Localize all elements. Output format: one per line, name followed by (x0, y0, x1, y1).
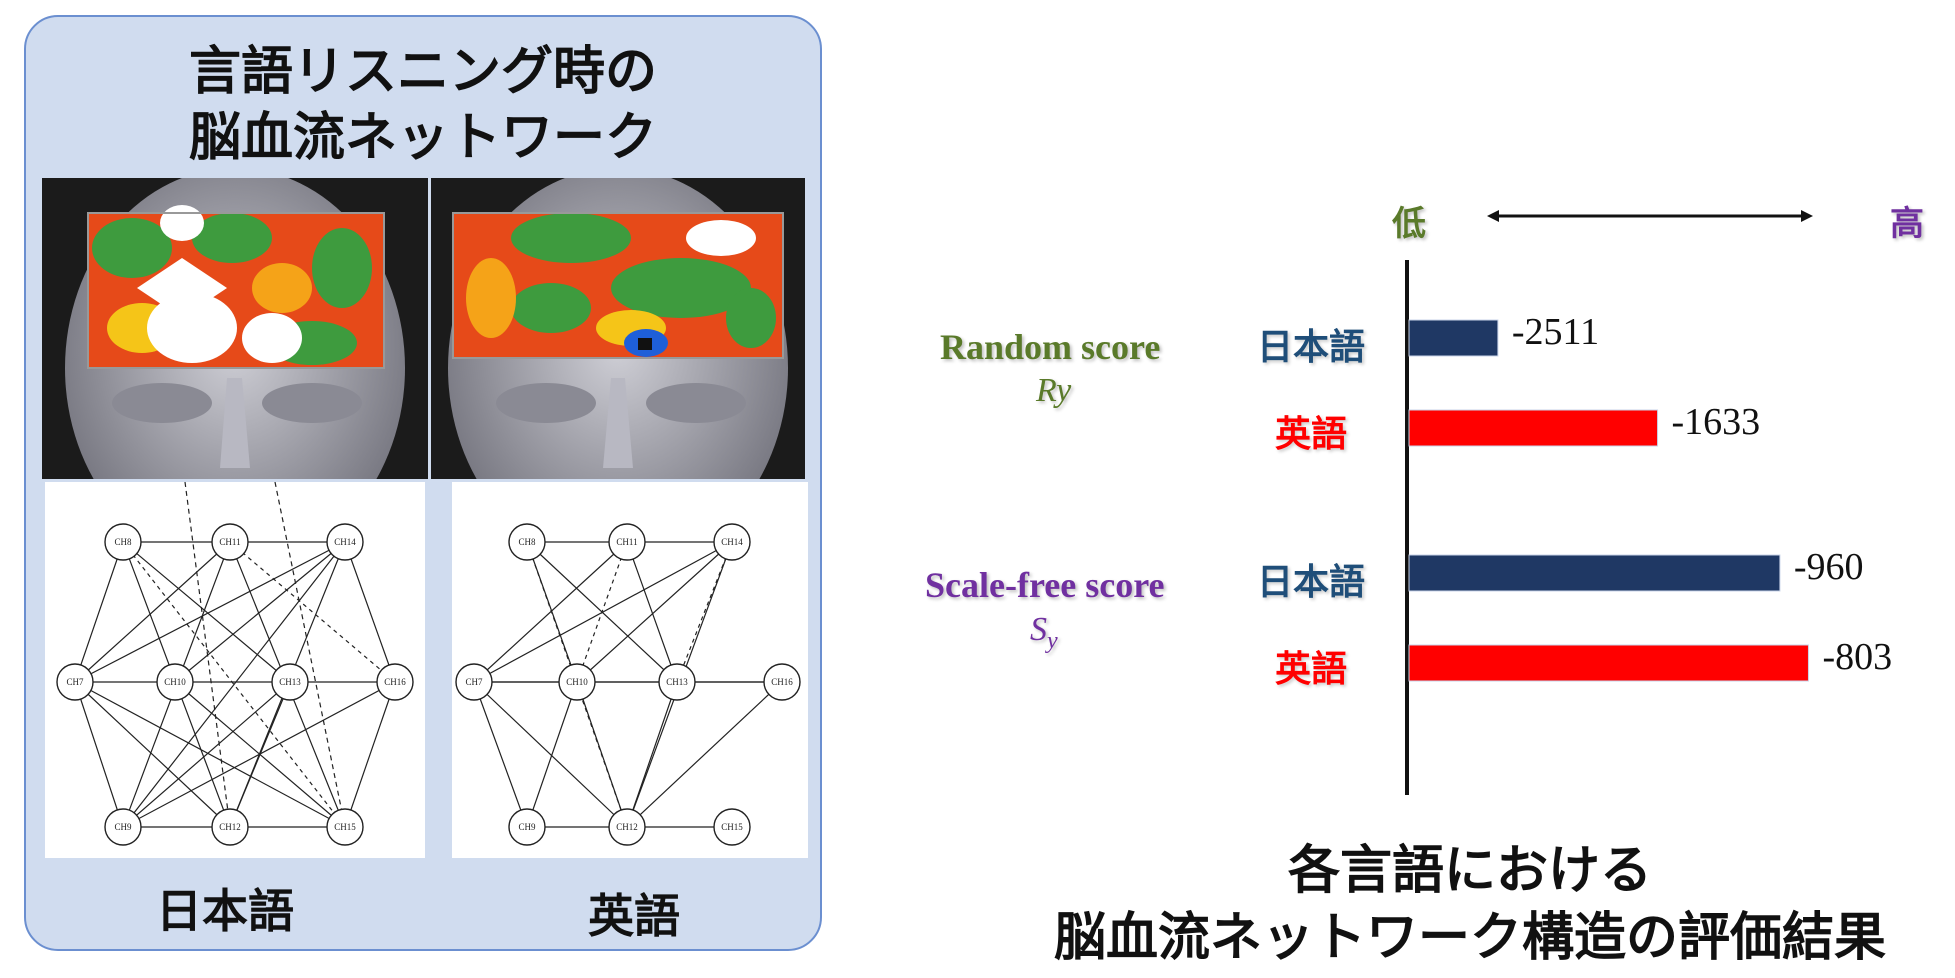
bar (1408, 409, 1659, 447)
chart-bottom-title-line1: 各言語における (1287, 841, 1652, 901)
node-label: CH14 (334, 537, 356, 547)
category-label-japanese-scalefree: 日本語 (1257, 562, 1366, 603)
chart-bottom-title-line2: 脳血流ネットワーク構造の評価結果 (1053, 908, 1886, 968)
node-label: CH7 (66, 677, 84, 687)
network-graph-japanese: CH8 CH11 CH14 CH7 CH10 CH13 CH16 CH9 CH1… (45, 482, 425, 858)
node-label: CH15 (334, 822, 356, 832)
node-label: CH7 (465, 677, 483, 687)
node-label: CH11 (616, 537, 637, 547)
random-score-label: Random score (940, 327, 1161, 367)
label-japanese: 日本語 (156, 884, 294, 938)
bar-value-label: -803 (1822, 636, 1892, 678)
node-label: CH8 (518, 537, 536, 547)
bar (1408, 554, 1781, 592)
node-label: CH13 (279, 677, 301, 687)
node-label: CH11 (219, 537, 240, 547)
node-label: CH12 (616, 822, 638, 832)
node-label: CH15 (721, 822, 743, 832)
node-label: CH12 (219, 822, 241, 832)
node-label: CH10 (566, 677, 588, 687)
low-high-arrow (1487, 210, 1813, 222)
category-label-japanese-random: 日本語 (1257, 327, 1366, 368)
bar-value-label: -960 (1794, 546, 1864, 588)
node-label: CH9 (114, 822, 132, 832)
scalefree-score-symbol: Sy (1030, 611, 1058, 654)
axis-low-label: 低 (1392, 204, 1426, 244)
axis-high-label: 高 (1890, 204, 1924, 244)
node-label: CH10 (164, 677, 186, 687)
category-label-english-scalefree: 英語 (1275, 649, 1348, 690)
brain-topography-image-japanese (42, 178, 428, 479)
label-english: 英語 (588, 889, 680, 943)
node-label: CH16 (384, 677, 406, 687)
brain-topography-image-english (431, 178, 805, 479)
node-label: CH9 (518, 822, 536, 832)
node-label: CH13 (666, 677, 688, 687)
bar-chart: -2511 -1633 -960 -803 (1405, 260, 1892, 795)
node-label: CH8 (114, 537, 132, 547)
bar (1408, 319, 1499, 357)
node-label: CH14 (721, 537, 743, 547)
bar-value-label: -1633 (1672, 401, 1761, 443)
random-score-symbol: Ry (1036, 372, 1072, 409)
bar-value-label: -2511 (1512, 311, 1599, 353)
panel-title-line2: 脳血流ネットワーク (188, 108, 657, 168)
panel-title-line1: 言語リスニング時の (188, 42, 657, 102)
bar (1408, 644, 1809, 682)
scalefree-score-label: Scale-free score (925, 565, 1165, 605)
node-label: CH16 (771, 677, 793, 687)
network-graph-english: CH8 CH11 CH14 CH7 CH10 CH13 CH16 CH9 CH1… (452, 482, 808, 858)
category-label-english-random: 英語 (1275, 414, 1348, 455)
